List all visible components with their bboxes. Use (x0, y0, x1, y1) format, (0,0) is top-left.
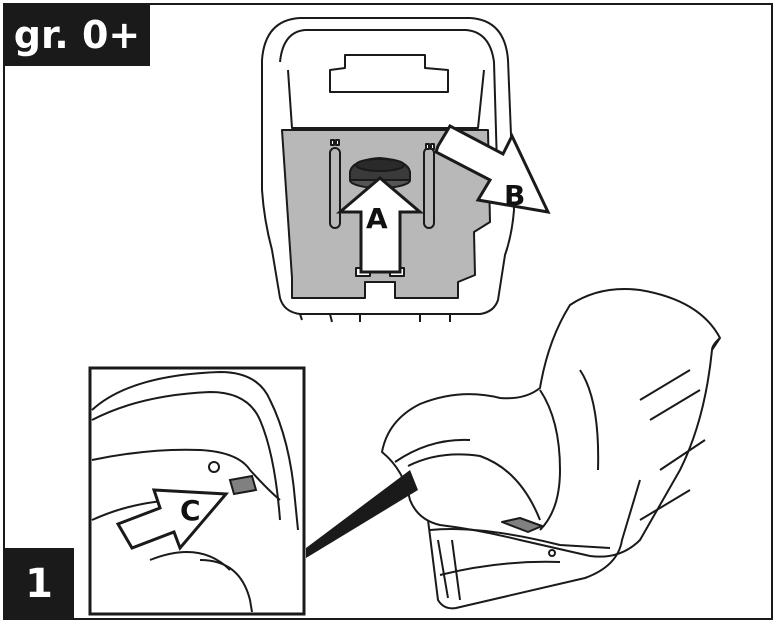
seat-shell (381, 288, 721, 558)
seat-back-inner-rim (279, 29, 499, 201)
seat-base (427, 479, 641, 610)
release-lever (228, 474, 258, 496)
arrow-c-label: C (180, 494, 201, 527)
arrow-b-label: B (504, 179, 526, 212)
arrow-a-shape (335, 176, 425, 274)
harness-slot-left (329, 147, 341, 229)
arrow-c-shape (115, 488, 230, 551)
seat-back-outer-shell (261, 17, 515, 315)
zoom-inset (88, 366, 306, 616)
outer-frame (3, 3, 773, 620)
zoom-connector (306, 470, 418, 558)
car-seat-side-view (381, 288, 721, 610)
step-number-badge: 1 (4, 548, 74, 619)
upper-cavity (287, 69, 485, 129)
headrest-slot (329, 54, 449, 93)
arrow-a-label: A (366, 202, 388, 235)
arrow-b-shape (434, 124, 551, 214)
group-badge: gr. 0+ (4, 4, 150, 66)
